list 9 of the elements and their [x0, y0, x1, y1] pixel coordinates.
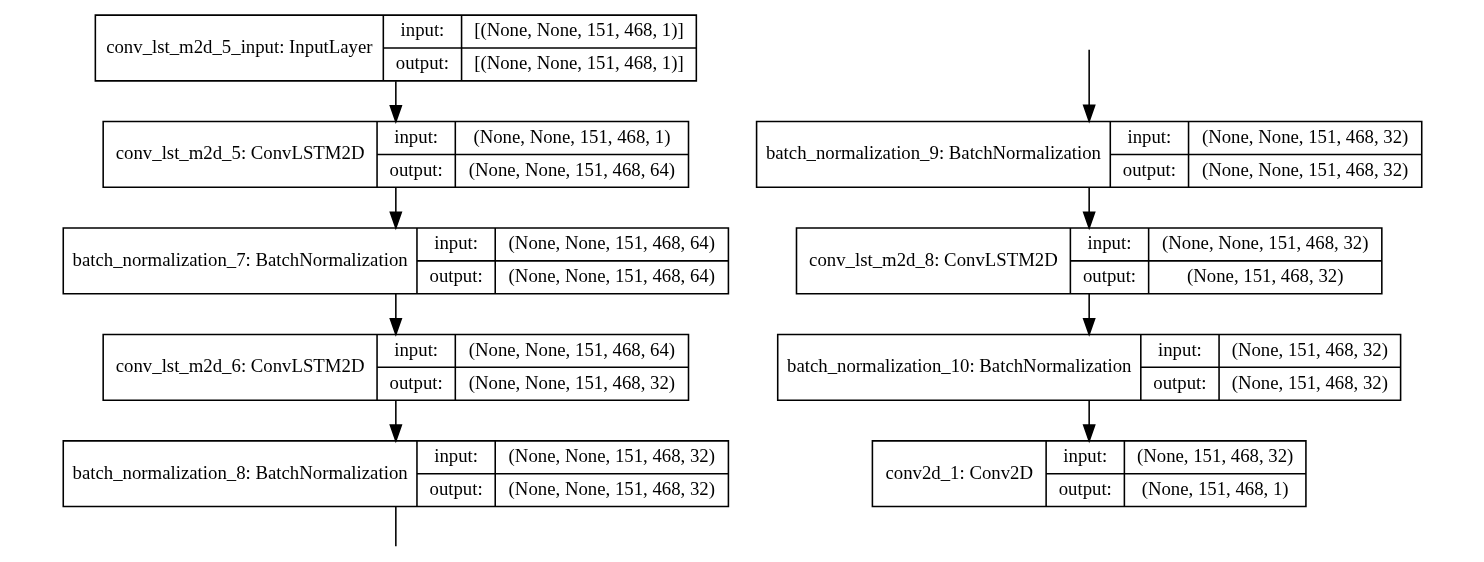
arrow	[388, 399, 402, 444]
arrow	[1082, 48, 1096, 124]
arrow	[1082, 186, 1096, 231]
connector	[394, 505, 397, 548]
arrow	[388, 80, 402, 124]
arrow	[1082, 293, 1096, 337]
arrow	[388, 293, 402, 337]
arrow	[388, 186, 402, 231]
arrow	[1082, 399, 1096, 444]
